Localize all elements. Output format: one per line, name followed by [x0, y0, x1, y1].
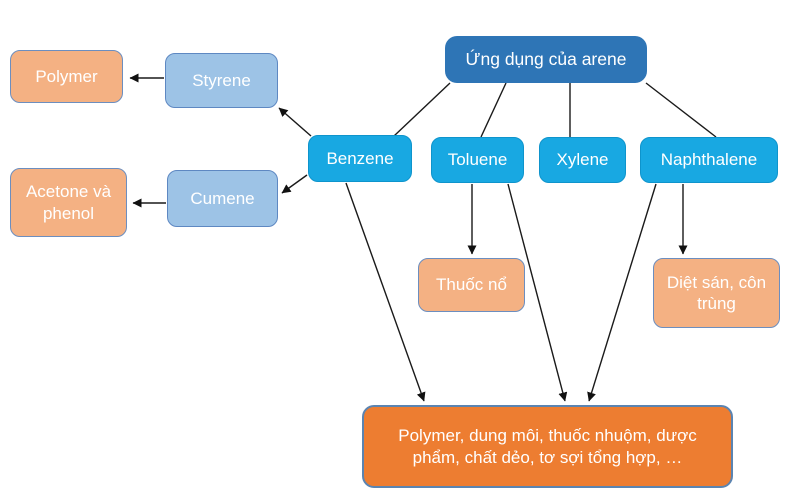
edge-toluene-applications	[507, 183, 568, 402]
node-naphthalene: Naphthalene	[640, 137, 778, 183]
node-applications: Polymer, dung môi, thuốc nhuộm, dược phẩ…	[362, 405, 733, 488]
node-styrene: Styrene	[165, 53, 278, 108]
node-xylene: Xylene	[539, 137, 626, 183]
node-explosives: Thuốc nổ	[418, 258, 525, 312]
node-root-title: Ứng dụng của arene	[445, 36, 647, 83]
node-pesticide: Diệt sán, côn trùng	[653, 258, 780, 328]
node-acetone-phenol: Acetone và phenol	[10, 168, 127, 237]
edge-root-benzene	[393, 82, 451, 137]
node-toluene: Toluene	[431, 137, 524, 183]
node-benzene: Benzene	[308, 135, 412, 182]
edge-root-toluene	[480, 82, 507, 138]
edge-benzene-applications	[345, 182, 426, 402]
edge-naphthalene-applications	[587, 183, 657, 402]
node-polymer: Polymer	[10, 50, 123, 103]
edge-benzene-cumene	[281, 174, 308, 194]
edge-root-naphthalene	[645, 82, 717, 138]
node-cumene: Cumene	[167, 170, 278, 227]
edge-benzene-styrene	[278, 107, 312, 137]
